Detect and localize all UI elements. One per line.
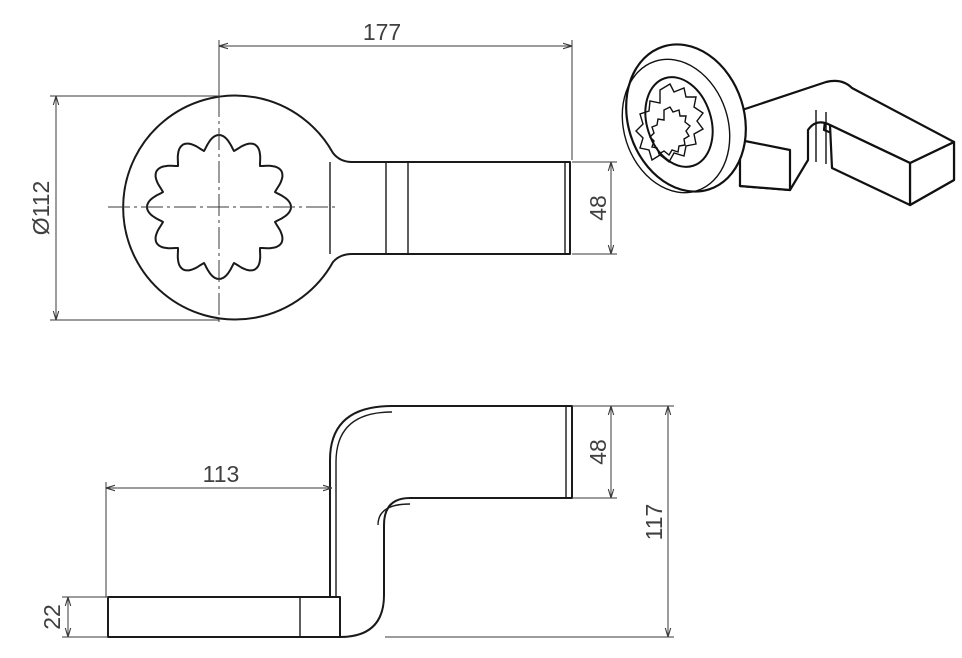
svg-text:48: 48 <box>585 195 611 221</box>
dimension-48-top: 48 <box>572 161 617 255</box>
svg-text:22: 22 <box>39 604 65 630</box>
top-view: 177 Ø112 48 <box>28 19 617 322</box>
dimension-177: 177 <box>218 19 573 160</box>
iso-neck-face <box>738 138 792 192</box>
side-z-bend <box>329 405 573 638</box>
iso-spline-bore <box>635 76 714 168</box>
side-bend-lower-line <box>377 503 411 526</box>
svg-text:48: 48 <box>585 439 611 465</box>
svg-text:113: 113 <box>203 461 240 487</box>
isometric-view <box>621 43 956 207</box>
diameter-symbol: Ø <box>28 217 54 235</box>
svg-text:177: 177 <box>363 19 401 45</box>
svg-text:Ø112: Ø112 <box>28 181 54 236</box>
dimension-117: 117 <box>385 405 674 638</box>
side-bend-inner-line <box>335 411 393 597</box>
dimension-22: 22 <box>39 596 108 638</box>
dimension-48-side: 48 <box>572 405 617 499</box>
iso-ring-edge <box>621 58 731 194</box>
side-view: 113 22 48 117 <box>39 405 674 638</box>
dimension-113: 113 <box>105 461 332 597</box>
svg-text:117: 117 <box>641 504 667 541</box>
side-base-plate <box>107 596 341 638</box>
iso-handle-side-face <box>828 123 912 207</box>
dimension-diameter-112: Ø112 <box>28 95 219 321</box>
